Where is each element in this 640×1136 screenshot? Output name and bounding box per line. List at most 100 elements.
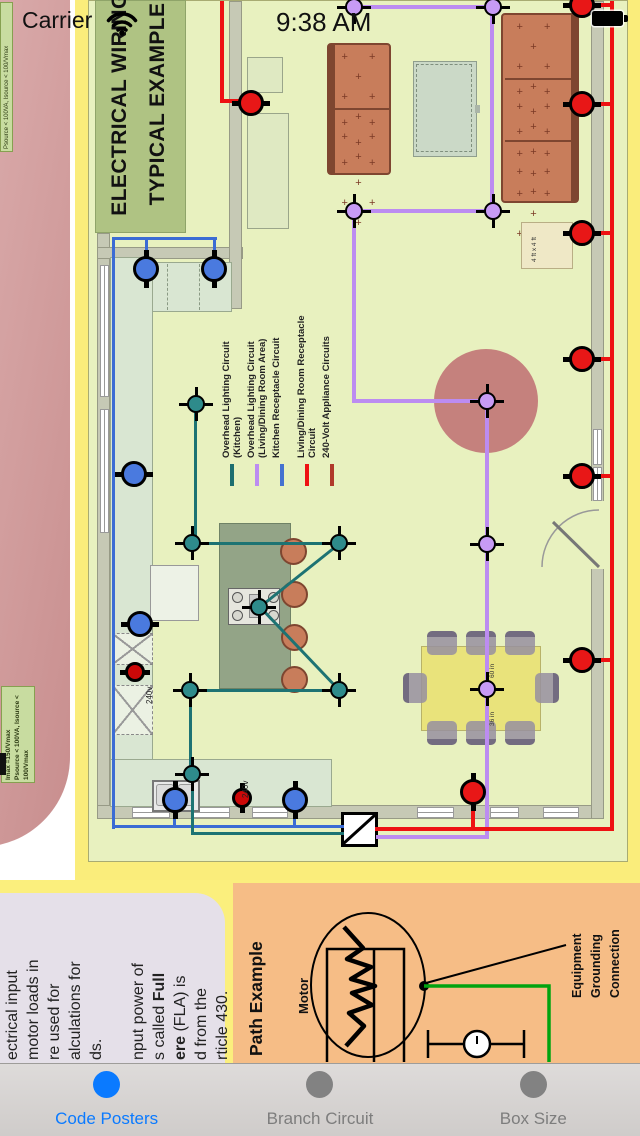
receptacle-body	[162, 787, 188, 813]
dining-chair	[466, 631, 496, 655]
fixture-part	[330, 681, 348, 699]
legend-row: Living/Dining Room Receptacle Circuit	[296, 300, 322, 486]
label-240v-text: 240v	[241, 780, 250, 798]
light-fixture-icon	[337, 0, 371, 24]
tab-box-size[interactable]: Box Size	[427, 1064, 640, 1136]
light-fixture-icon	[242, 590, 276, 624]
sofa-divider	[505, 140, 571, 142]
path-example-title: Path Example	[246, 904, 268, 1056]
circuit-wire	[610, 1, 614, 831]
wall-cabinet	[247, 113, 289, 229]
circuit-wire	[590, 357, 612, 361]
fixture-part	[478, 392, 496, 410]
side-table	[521, 222, 573, 269]
receptacle-body	[232, 788, 252, 808]
path-example-title-text: Path Example	[246, 941, 266, 1056]
receptacle-body	[125, 662, 145, 682]
tab-branch-circuit[interactable]: Branch Circuit	[213, 1064, 426, 1136]
receptacle-body	[569, 91, 595, 117]
info-line: nput power of	[130, 963, 147, 1060]
receptacle-body	[569, 346, 595, 372]
receptacle-body	[127, 611, 153, 637]
window	[252, 807, 288, 818]
legend-swatch	[230, 464, 234, 486]
appliance-240v	[112, 685, 153, 735]
light-fixture-icon	[337, 194, 371, 228]
carrier-label: Carrier	[22, 7, 93, 33]
receptacle-body	[460, 779, 486, 805]
circuit-wire	[590, 474, 612, 478]
window	[132, 807, 170, 818]
info-card-text: ectrical input motor loads in re used fo…	[2, 895, 232, 1061]
info-line: ere (FLA) is	[172, 975, 189, 1060]
bar-stool	[281, 624, 308, 651]
tab-code-posters[interactable]: Code Posters	[0, 1064, 213, 1136]
circuit-wire	[490, 5, 494, 213]
label-side-table-size: 4 ft x 4 ft	[530, 222, 542, 262]
label-text: 36 in	[489, 711, 496, 726]
info-line: s called Full	[151, 972, 168, 1060]
circuit-wire	[112, 237, 217, 240]
circuit-wire	[485, 399, 489, 839]
legend-row: Kitchen Receptacle Circuit	[271, 300, 297, 486]
light-fixture-icon	[476, 194, 510, 228]
receptacle-body	[121, 461, 147, 487]
legend-label: Kitchen Receptacle Circuit	[271, 337, 282, 458]
cushion-tufting: + + + + + + + + +	[516, 86, 560, 198]
receptacle-body	[569, 0, 595, 18]
receptacle-icon	[563, 647, 601, 673]
legend-row: Overhead Lighting Circuit (Kitchen)	[221, 300, 247, 486]
branch-circuit-icon	[306, 1071, 334, 1098]
fixture-part	[345, 0, 363, 16]
cushion-tufting: + + + + + + + + +	[341, 51, 385, 163]
panel-edge-mark	[0, 753, 6, 775]
circuit-wire	[590, 3, 612, 7]
receptacle-body	[569, 647, 595, 673]
wall-oven	[112, 633, 153, 665]
circuit-wire	[352, 209, 356, 403]
receptacle-icon	[563, 0, 601, 18]
bar-stool	[281, 581, 308, 608]
code-posters-icon	[93, 1071, 121, 1098]
legend-swatch	[305, 464, 309, 486]
light-fixture-icon	[322, 526, 356, 560]
circuit-legend: Overhead Lighting Circuit (Kitchen) Over…	[221, 300, 347, 486]
receptacle-body	[133, 256, 159, 282]
table-knob	[475, 105, 480, 113]
receptacle-icon	[133, 250, 159, 288]
circuit-wire	[352, 209, 494, 213]
label-text: 4 ft x 4 ft	[531, 237, 538, 262]
info-card	[0, 893, 225, 1068]
fixture-part	[484, 202, 502, 220]
info-line: rticle 430.	[214, 990, 231, 1060]
wall-kitchen-top	[97, 247, 243, 259]
dining-chair	[466, 721, 496, 745]
info-line: ds.	[88, 1038, 105, 1060]
receptacle-icon	[201, 250, 227, 288]
circuit-wire	[376, 835, 489, 839]
window	[593, 467, 602, 501]
battery-icon	[592, 11, 623, 26]
receptacle-icon	[232, 783, 252, 813]
coffee-table-inner	[416, 64, 472, 152]
legend-label: 240-Volt Appliance Circuits	[321, 336, 332, 458]
fixture-part	[187, 395, 205, 413]
floor-plan-canvas[interactable]: + + + + + + + + + + + + + + + + + + + + …	[88, 0, 628, 862]
light-fixture-icon	[470, 384, 504, 418]
formula-label-bottom: Imax =150/Vmax Psource < 100VA, Isource …	[1, 686, 35, 783]
legend-swatch	[330, 464, 334, 486]
circuit-wire	[375, 827, 614, 831]
receptacle-icon	[162, 781, 188, 819]
receptacle-icon	[563, 346, 601, 372]
legend-label: Overhead Lighting Circuit (Living/Dining…	[246, 338, 268, 458]
cushion-tufting: + + + + + + + + +	[516, 21, 560, 133]
circuit-wire	[191, 773, 194, 835]
info-line	[109, 895, 130, 1060]
circuit-wire	[590, 658, 612, 662]
receptacle-icon	[460, 773, 486, 811]
burner	[232, 592, 243, 603]
window	[100, 265, 109, 397]
grounding-label-line: Equipment	[570, 933, 584, 998]
window	[100, 409, 109, 533]
